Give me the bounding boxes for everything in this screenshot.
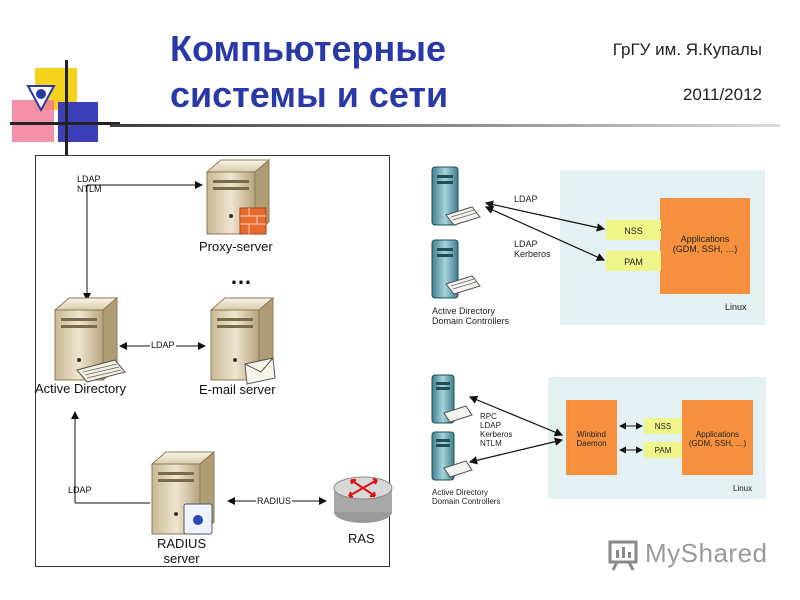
edge-label-ldap-ntlm-2: NTLM (77, 184, 102, 194)
ad-controller-icon-bottom-2 (431, 431, 473, 481)
ad-controllers-label-bottom-1: Active Directory (432, 488, 489, 497)
ad-controller-icon-top-1 (431, 166, 481, 226)
winbind-label-2: Daemon (576, 439, 607, 448)
title-line-2: системы и сети (170, 74, 449, 115)
ad-controller-icon-top-2 (431, 239, 481, 299)
ad-controllers-label-top: Active Directory Domain Controllers (432, 306, 509, 326)
edge-rpc-ldap-1 (468, 395, 564, 437)
header-rule (110, 124, 780, 127)
applications-label-bottom-1: Applications (695, 430, 740, 439)
edge-label-ldap-bottom: LDAP (68, 485, 92, 495)
edge-label-ldap-mid: LDAP (150, 340, 176, 350)
ras-router-icon (333, 476, 393, 523)
title-line-1: Компьютерные (170, 28, 446, 69)
nss-box-bottom (644, 418, 682, 434)
edge-label-rpc: RPC (480, 412, 497, 421)
logo (10, 60, 120, 155)
logo-vertical-line (65, 60, 68, 155)
applications-label-bottom: Applications (GDM, SSH, …) (682, 430, 753, 448)
ad-controllers-label-bottom-2: Domain Controllers (432, 497, 501, 506)
ras-label: RAS (348, 531, 375, 546)
logo-pink-square (12, 100, 54, 142)
left-diagram-frame (35, 155, 390, 567)
edge-label-ldap-kerberos-top-2: Kerberos (514, 249, 551, 259)
applications-box-bottom (682, 400, 753, 475)
winbind-box (566, 400, 617, 475)
applications-label-top-1: Applications (680, 234, 730, 244)
email-server-label: E-mail server (199, 382, 276, 397)
nss-label-bottom: NSS (654, 422, 672, 431)
edge-ldap-kerberos-top (484, 206, 606, 261)
logo-emblem-icon (26, 85, 56, 112)
pam-box-bottom (644, 442, 682, 458)
edge-ldap-top (484, 200, 606, 232)
edge-label-ldap-kerberos-top: LDAP Kerberos (514, 239, 551, 259)
page-title: Компьютерные системы и сети (170, 26, 510, 118)
applications-label-top-2: (GDM, SSH, …) (672, 244, 738, 254)
year-label: 2011/2012 (682, 85, 762, 104)
edge-label-ldap-kerberos-top-1: LDAP (514, 239, 538, 249)
radius-server-icon (150, 450, 216, 536)
ad-controller-icon-bottom-1 (431, 374, 473, 424)
edge-ldap-ntlm (83, 181, 203, 301)
winbind-label: Winbind Daemon (566, 430, 617, 448)
applications-label-top: Applications (GDM, SSH, …) (660, 234, 750, 254)
pam-box-top (606, 251, 661, 271)
edge-label-rpc-ldap-kerberos-ntlm: RPC LDAP Kerberos NTLM (480, 412, 512, 448)
linux-label-top: Linux (725, 302, 747, 312)
university-label: ГрГУ им. Я.Купалы (612, 40, 762, 59)
myshared-logo-icon (608, 540, 638, 571)
applications-label-bottom-2: (GDM, SSH, …) (688, 439, 747, 448)
ad-controllers-label-top-1: Active Directory (432, 306, 496, 316)
ad-controllers-label-bottom: Active Directory Domain Controllers (432, 488, 500, 506)
edge-label-ldap-top: LDAP (514, 194, 538, 204)
email-server-icon (209, 296, 276, 385)
winbind-label-1: Winbind (577, 430, 606, 439)
applications-box-top (660, 198, 750, 294)
active-directory-label: Active Directory (35, 381, 127, 396)
nss-label-top: NSS (624, 226, 643, 236)
edge-label-ldap-ntlm-1: LDAP (77, 174, 101, 184)
active-directory-server-icon (53, 296, 126, 383)
myshared-watermark: MyShared (645, 538, 768, 568)
edge-rpc-ldap-2 (468, 437, 564, 465)
proxy-server-icon (205, 158, 271, 236)
radius-server-label-1: RADIUS (157, 536, 207, 551)
edge-label-radius: RADIUS (256, 496, 293, 506)
edge-label-ntlm: NTLM (480, 439, 502, 448)
pam-label-bottom: PAM (654, 446, 672, 455)
radius-server-label: RADIUS server (157, 536, 206, 566)
linux-label-bottom: Linux (733, 484, 753, 493)
radius-server-label-2: server (163, 551, 200, 566)
edge-label-ldap: LDAP (480, 421, 501, 430)
pam-label-top: PAM (624, 257, 643, 267)
logo-horizontal-line (10, 122, 120, 125)
ellipsis-label: … (230, 264, 252, 289)
nss-box-top (606, 220, 661, 240)
edge-ldap-radius-ad (71, 411, 150, 504)
proxy-server-label: Proxy-server (199, 239, 273, 254)
edge-label-kerberos: Kerberos (480, 430, 513, 439)
ad-controllers-label-top-2: Domain Controllers (432, 316, 510, 326)
edge-label-ldap-ntlm: LDAP NTLM (77, 174, 102, 194)
